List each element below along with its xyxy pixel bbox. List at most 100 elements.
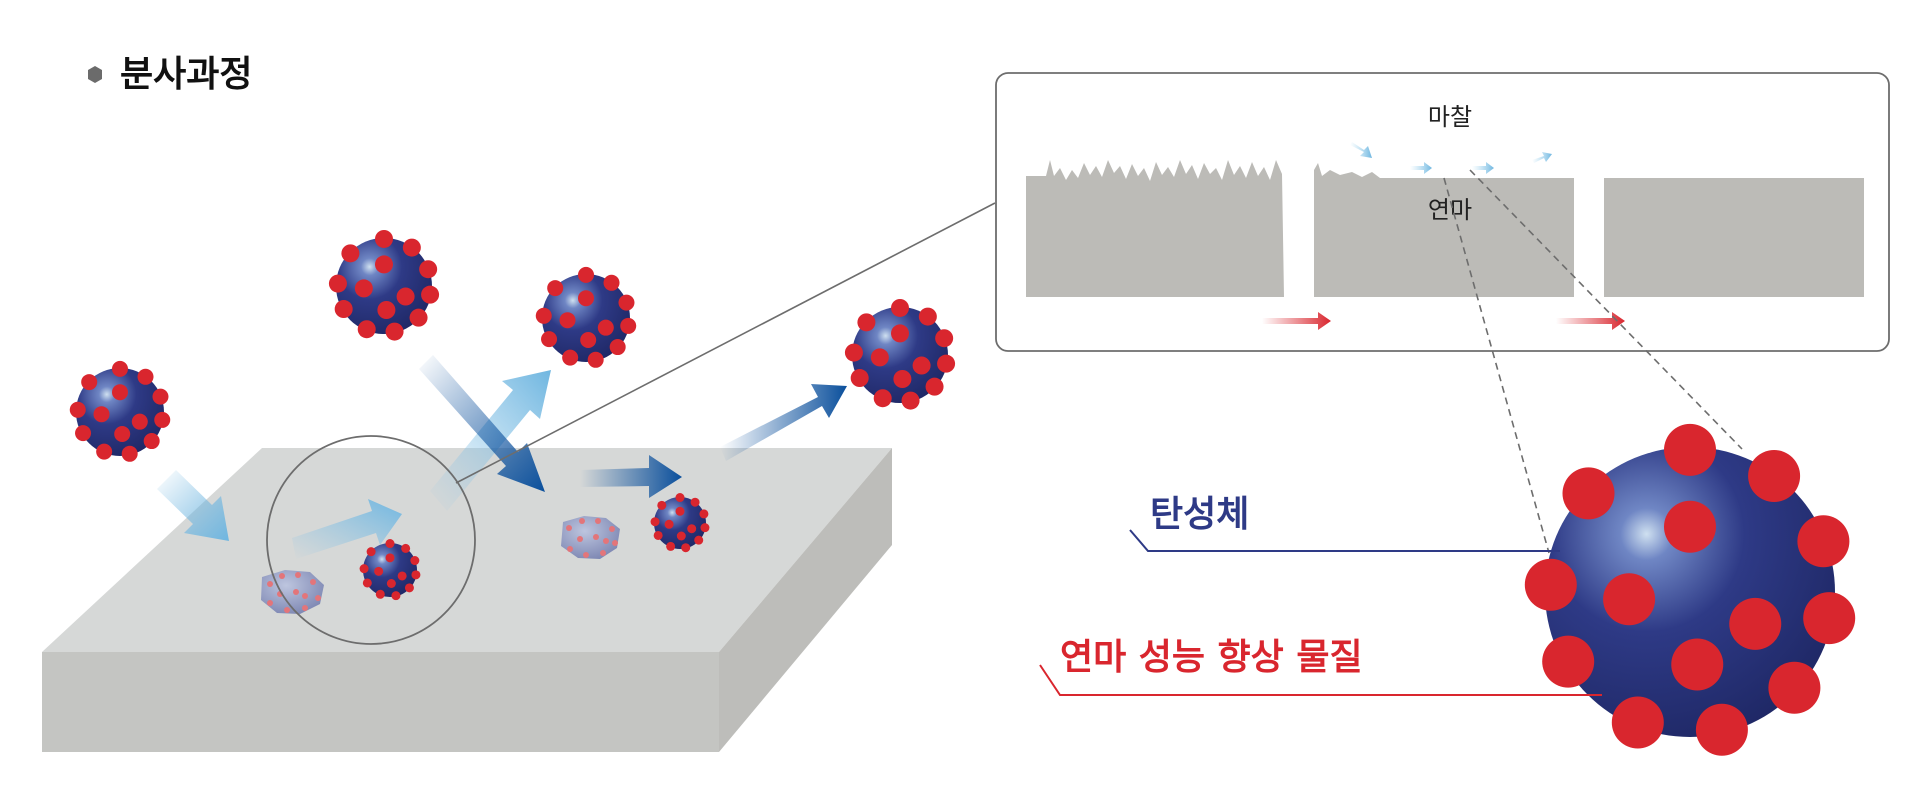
abrasive-label: 연마 성능 향상 물질 [1060, 637, 1363, 678]
particle-rebound-abrasive-dot-9 [547, 280, 564, 297]
arrow-incoming-left [157, 470, 229, 541]
arrow-glancing [292, 499, 402, 559]
faded-particle-left-dots [267, 572, 321, 613]
particle-rebound-abrasive-dot-3 [620, 317, 637, 334]
particle-far-abrasive-dot-3 [937, 354, 956, 373]
particle-far-abrasive-dot-12 [870, 348, 889, 367]
particle-top-abrasive-dot-1 [402, 238, 421, 257]
magnifier-circle [266, 435, 476, 645]
particle-rebound-abrasive-dot-4 [609, 339, 626, 356]
particle-left-abrasive-dot-8 [69, 401, 86, 418]
inset-red-arrow-right [1556, 312, 1625, 330]
particle-far [844, 298, 956, 410]
particle-rebound-body [542, 274, 630, 362]
abrasive-leader-line [1039, 664, 1602, 696]
particle-left [69, 360, 171, 462]
particle-top-abrasive-dot-3 [421, 285, 440, 304]
particle-left-abrasive-dot-13 [114, 426, 131, 442]
particle-left-abrasive-dot-4 [143, 433, 160, 450]
particle-top-abrasive-dot-13 [377, 301, 396, 319]
large-particle [1524, 423, 1856, 756]
particle-far-abrasive-dot-8 [844, 343, 863, 362]
impact-arrows [157, 355, 847, 559]
elastomer-particles [69, 113, 1856, 756]
inset-block-polished [1314, 163, 1574, 297]
slab-front [42, 652, 719, 752]
particle-rebound-abrasive-dot-0 [578, 266, 594, 283]
particle-left-abrasive-dot-12 [93, 406, 110, 423]
slab-right-side [719, 448, 892, 752]
particle-on-surface-abrasive-dot-2 [410, 556, 420, 566]
particle-rebound-abrasive-dot-2 [618, 294, 635, 311]
particle-top-abrasive-dot-9 [341, 244, 360, 263]
particle-on-surface-abrasive-dot-3 [411, 570, 421, 580]
particle-top-abrasive-dot-4 [409, 308, 428, 327]
particle-mid-surface-abrasive-dot-6 [666, 541, 676, 551]
large-particle-abrasive-dot-4 [1768, 661, 1821, 714]
particle-mid-surface-abrasive-dot-3 [700, 523, 710, 533]
faded-particle-left [261, 570, 324, 614]
particle-on-surface-abrasive-dot-0 [385, 539, 395, 549]
particle-on-surface-abrasive-dot-11 [397, 571, 407, 581]
particle-top-abrasive-dot-2 [419, 260, 438, 279]
particle-top [328, 229, 440, 341]
large-particle-abrasive-dot-12 [1603, 573, 1656, 626]
magnifier [266, 202, 996, 645]
elastomer-leader-line [1129, 529, 1560, 552]
particle-on-surface-abrasive-dot-5 [391, 591, 401, 601]
particle-mid-surface-abrasive-dot-9 [657, 500, 667, 510]
particle-on-surface-abrasive-dot-12 [374, 566, 384, 576]
particle-left-abrasive-dot-7 [75, 425, 92, 442]
particle-top-abrasive-dot-8 [328, 274, 347, 293]
particle-left-abrasive-dot-2 [152, 388, 169, 405]
arrow-short-right [580, 455, 682, 498]
zoom-guides [1443, 169, 1743, 554]
arrow-incoming-top [419, 355, 545, 492]
large-particle-abrasive-dot-6 [1611, 696, 1664, 749]
particle-on-surface-abrasive-dot-13 [386, 579, 396, 588]
legend: 탄성체 연마 성능 향상 물질 [1039, 494, 1602, 696]
particle-rebound-abrasive-dot-12 [559, 312, 576, 329]
particle-left-abrasive-dot-1 [137, 368, 154, 385]
particle-mid-surface-abrasive-dot-10 [675, 506, 685, 516]
particle-left-abrasive-dot-6 [96, 443, 113, 460]
particle-far-abrasive-dot-6 [873, 389, 892, 408]
particle-top-abrasive-dot-5 [385, 322, 404, 341]
particle-on-surface-abrasive-dot-1 [401, 543, 411, 553]
title-group: 분사과정 [88, 54, 252, 95]
particle-mid-surface-abrasive-dot-1 [690, 497, 700, 507]
particle-mid-surface-abrasive-dot-7 [653, 530, 663, 540]
particle-on-surface [359, 539, 421, 601]
particle-left-abrasive-dot-3 [154, 411, 171, 428]
particle-left-abrasive-dot-9 [81, 374, 98, 391]
particle-far-abrasive-dot-1 [918, 307, 937, 326]
particle-rebound-abrasive-dot-10 [578, 290, 594, 307]
particle-far-abrasive-dot-13 [893, 370, 912, 388]
large-particle-abrasive-dot-5 [1695, 703, 1748, 756]
faded-particle-mid-dots [566, 518, 618, 558]
particle-rebound-abrasive-dot-8 [535, 307, 552, 324]
particle-on-surface-abrasive-dot-7 [362, 578, 372, 588]
particle-mid-surface-abrasive-dot-8 [650, 517, 660, 527]
inset-polishing-label: 연마 [1428, 196, 1472, 224]
large-particle-abrasive-dot-8 [1524, 558, 1577, 611]
particle-on-surface-abrasive-dot-4 [404, 583, 414, 593]
particle-top-abrasive-dot-6 [357, 320, 376, 339]
particle-mid-surface-abrasive-dot-5 [681, 543, 691, 553]
large-particle-abrasive-dot-1 [1748, 450, 1801, 502]
inset-block-rough [1026, 160, 1284, 297]
particle-on-surface-abrasive-dot-8 [359, 564, 369, 574]
particle-mid-surface-abrasive-dot-2 [699, 509, 709, 519]
particle-mid-surface-body [654, 497, 706, 549]
particle-mid-surface-abrasive-dot-12 [664, 519, 674, 529]
particle-top-abrasive-dot-0 [375, 229, 393, 248]
inset-path-arrows [1350, 142, 1552, 174]
particle-on-surface-abrasive-dot-6 [375, 589, 385, 599]
faded-particle-mid [561, 516, 620, 559]
particle-rebound-abrasive-dot-11 [597, 319, 614, 336]
particle-far-abrasive-dot-4 [925, 377, 944, 396]
inset-friction-label: 마찰 [1428, 103, 1472, 131]
particle-on-surface-abrasive-dot-10 [385, 553, 395, 563]
particle-rebound [535, 266, 637, 368]
particle-rebound-abrasive-dot-6 [562, 349, 579, 366]
